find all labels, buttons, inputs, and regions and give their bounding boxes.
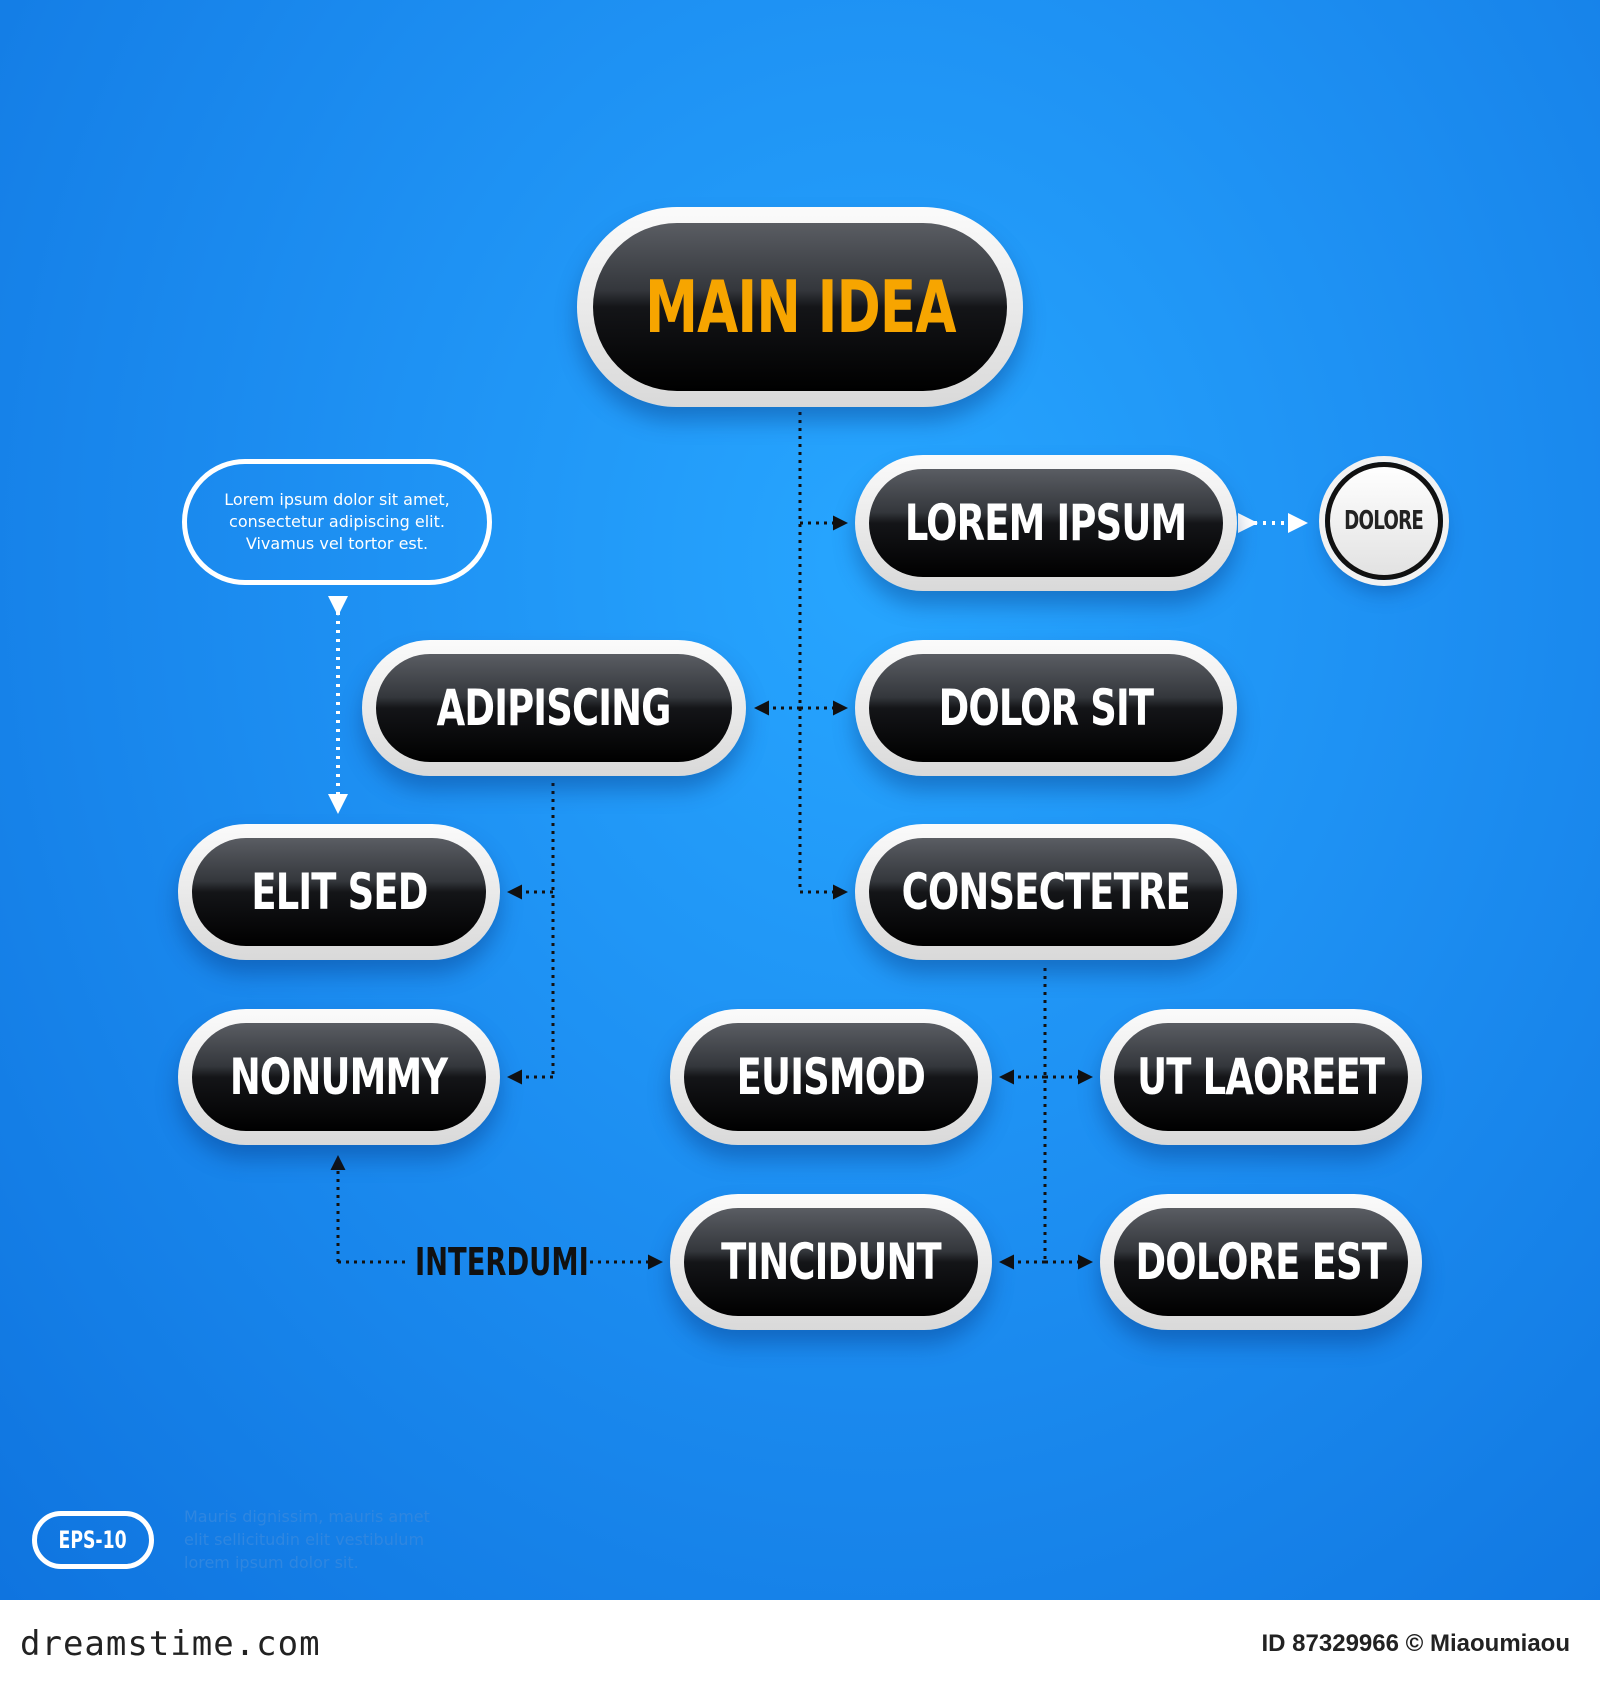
node-label: ELIT SED bbox=[250, 863, 428, 921]
watermark-brand: dreamstime.com bbox=[20, 1624, 321, 1664]
main-idea-node[interactable]: MAIN IDEA bbox=[577, 207, 1023, 407]
node-elit-sed[interactable]: ELIT SED bbox=[178, 824, 500, 960]
node-nonummy[interactable]: NONUMMY bbox=[178, 1009, 500, 1145]
connector-layer bbox=[328, 412, 1308, 1270]
node-label: DOLORE bbox=[1344, 506, 1425, 536]
node-dolore[interactable]: DOLORE bbox=[1325, 462, 1443, 580]
node-dolor-sit[interactable]: DOLOR SIT bbox=[855, 640, 1237, 776]
node-label: UT LAOREET bbox=[1137, 1048, 1385, 1106]
node-label: TINCIDUNT bbox=[721, 1233, 942, 1291]
node-dolore-est[interactable]: DOLORE EST bbox=[1100, 1194, 1422, 1330]
node-label: NONUMMY bbox=[230, 1048, 448, 1106]
watermark-footer: dreamstime.com ID 87329966 © Miaoumiaou bbox=[0, 1600, 1600, 1690]
node-consectetre[interactable]: CONSECTETRE bbox=[855, 824, 1237, 960]
note-text: Lorem ipsum dolor sit amet, consectetur … bbox=[224, 490, 450, 553]
connector-label-interdumi: INTERDUMI bbox=[415, 1240, 589, 1284]
node-label: ADIPISCING bbox=[437, 679, 672, 737]
node-label: DOLOR SIT bbox=[938, 679, 1155, 737]
node-label: LOREM IPSUM bbox=[905, 494, 1187, 552]
node-label: EUISMOD bbox=[736, 1048, 926, 1106]
node-lorem-ipsum[interactable]: LOREM IPSUM bbox=[855, 455, 1237, 591]
note-bubble: Lorem ipsum dolor sit amet, consectetur … bbox=[182, 459, 492, 585]
node-label: CONSECTETRE bbox=[901, 863, 1191, 921]
eps-badge: EPS-10 bbox=[32, 1511, 154, 1569]
node-tincidunt[interactable]: TINCIDUNT bbox=[670, 1194, 992, 1330]
node-label: DOLORE EST bbox=[1135, 1233, 1387, 1291]
node-euismod[interactable]: EUISMOD bbox=[670, 1009, 992, 1145]
eps-badge-label: EPS-10 bbox=[58, 1526, 128, 1554]
footnote-text: Mauris dignissim, mauris amet elit selli… bbox=[184, 1507, 430, 1572]
node-ut-laoreet[interactable]: UT LAOREET bbox=[1100, 1009, 1422, 1145]
main-idea-label: MAIN IDEA bbox=[644, 265, 956, 349]
diagram-canvas: MAIN IDEA LOREM IPSUM DOLORE Lorem ipsum… bbox=[0, 0, 1600, 1600]
image-id-credit: ID 87329966 © Miaoumiaou bbox=[1261, 1630, 1570, 1657]
node-adipiscing[interactable]: ADIPISCING bbox=[362, 640, 746, 776]
